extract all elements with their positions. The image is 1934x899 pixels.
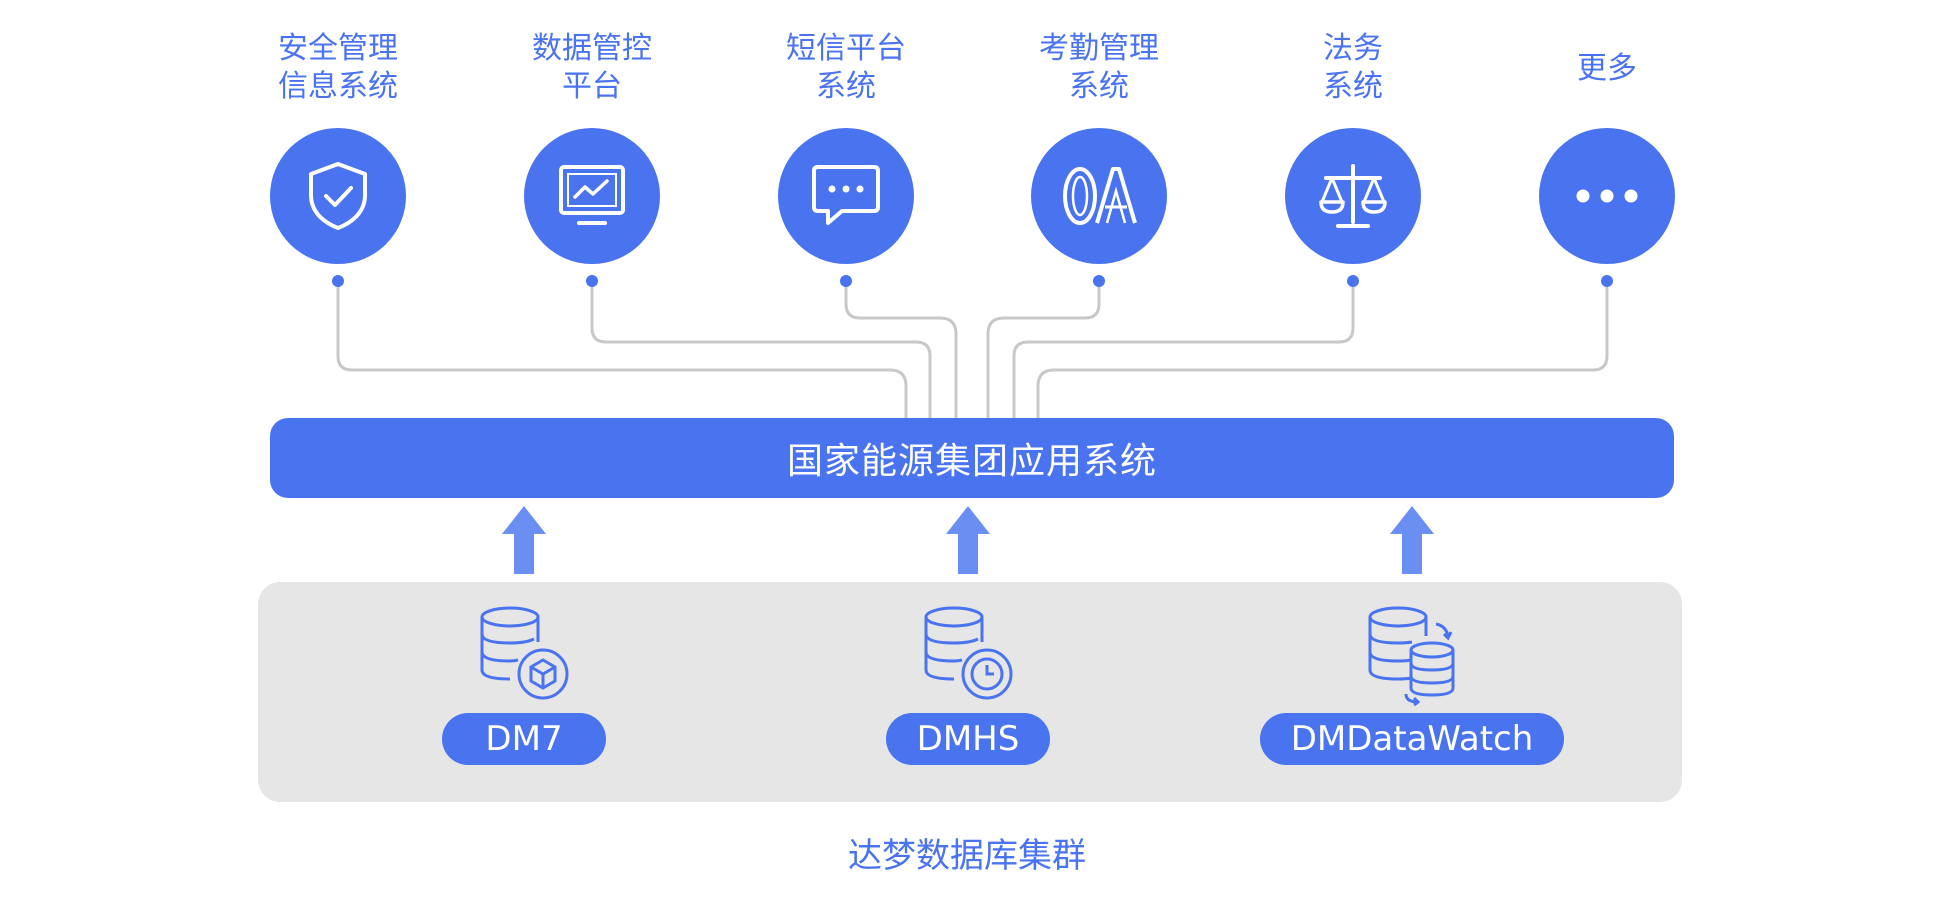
connector-dot <box>332 275 344 287</box>
database-sync-icon <box>1368 606 1455 707</box>
main-system-bar[interactable]: 国家能源集团应用系统 <box>270 418 1674 498</box>
app-data-control-button[interactable] <box>524 128 660 264</box>
dmhs-button[interactable]: DMHS <box>886 713 1050 765</box>
cluster-label: 达梦数据库集群 <box>848 836 1086 876</box>
app-label-sms: 短信平台 系统 <box>786 31 906 104</box>
app-attendance-button[interactable] <box>1031 128 1167 264</box>
app-label-attendance: 考勤管理 系统 <box>1039 31 1159 104</box>
dm7-button[interactable]: DM7 <box>442 713 606 765</box>
oa-icon <box>1063 167 1137 225</box>
scales-icon <box>1319 164 1387 228</box>
connector-dot <box>1093 275 1105 287</box>
app-sms-button[interactable] <box>778 128 914 264</box>
database-cube-icon <box>480 606 569 700</box>
up-arrow-icon <box>1390 506 1434 574</box>
app-legal-button[interactable] <box>1285 128 1421 264</box>
app-label-more: 更多 <box>1577 51 1637 86</box>
chat-bubble-icon <box>812 165 880 225</box>
app-label-data-control: 数据管控 平台 <box>532 31 652 104</box>
app-label-legal: 法务 系统 <box>1323 31 1383 104</box>
up-arrow-icon <box>946 506 990 574</box>
connector-dot <box>1347 275 1359 287</box>
shield-check-icon <box>309 162 367 230</box>
more-dots-icon <box>1576 189 1638 203</box>
app-label-safety: 安全管理 信息系统 <box>278 31 398 104</box>
connector-dot <box>586 275 598 287</box>
app-more-button[interactable] <box>1539 128 1675 264</box>
main-system-label: 国家能源集团应用系统 <box>786 441 1157 482</box>
connector-dot <box>1601 275 1613 287</box>
dmdatawatch-button[interactable]: DMDataWatch <box>1260 713 1564 765</box>
connector-dot <box>840 275 852 287</box>
monitor-chart-icon <box>559 165 625 225</box>
up-arrow-icon <box>502 506 546 574</box>
database-clock-icon <box>924 606 1013 700</box>
app-safety-button[interactable] <box>270 128 406 264</box>
